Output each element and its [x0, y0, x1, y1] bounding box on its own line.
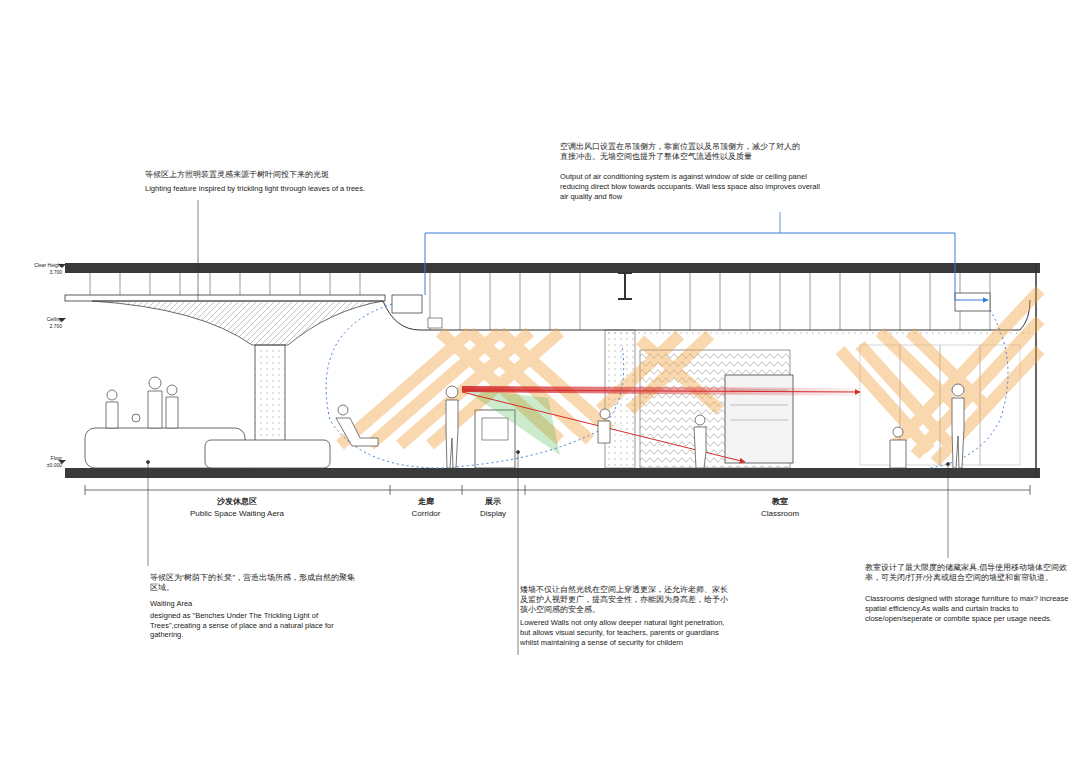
annotation-text: designed as "Benches Under The Trickling… [150, 611, 355, 640]
annotation-text: 等候区为“树荫下的长凳”，营造出场所感，形成自然的聚集区域。 [150, 573, 355, 593]
annotation-text: 展示 [463, 497, 523, 507]
annotation-text: ±0.000 [22, 462, 62, 469]
annotation-text: Corridor [396, 509, 456, 519]
annotation-text: 等候区上方照明装置灵感来源于树叶间投下来的光斑 [145, 170, 415, 180]
annotation-text: 矮墙不仅让自然光线在空间上穿透更深，还允许老师、家长及监护人视野更广，提高安全性… [520, 585, 735, 614]
annotation-text: Classroom [720, 509, 840, 519]
annotation-text: Lighting feature inspired by trickling l… [145, 184, 425, 194]
annotation-text: Classrooms designed with storage furnitu… [865, 594, 1070, 623]
annotation-text: Display [463, 509, 523, 519]
annotation-text: 教室设计了最大限度的储藏家具,倡导使用移动墙体空间效率，可关闭/打开/分离或组合… [865, 563, 1070, 583]
annotation-text: 空调出风口设置在吊顶侧方，靠窗位置以及吊顶侧方，减少了对人的直接冲击。无墙空间也… [560, 142, 800, 162]
annotation-text: Lowered Walls not only allow deeper natu… [520, 618, 735, 647]
annotation-text: 2.700 [22, 323, 62, 330]
annotation-text: 教室 [730, 497, 830, 507]
annotation-text: Ceiling [22, 316, 62, 323]
annotation-text: 沙发休息区 [177, 497, 297, 507]
annotation-text: 3.700 [22, 269, 62, 276]
annotation-text: Floor [22, 455, 62, 462]
annotation-text: Clear Height [22, 262, 62, 269]
annotation-text: Waiting Area [150, 599, 355, 609]
annotation-text: Public Space Waiting Aera [157, 509, 317, 519]
annotation-text: Output of air conditioning system is aga… [560, 172, 820, 201]
annotation-text: 走廊 [396, 497, 456, 507]
